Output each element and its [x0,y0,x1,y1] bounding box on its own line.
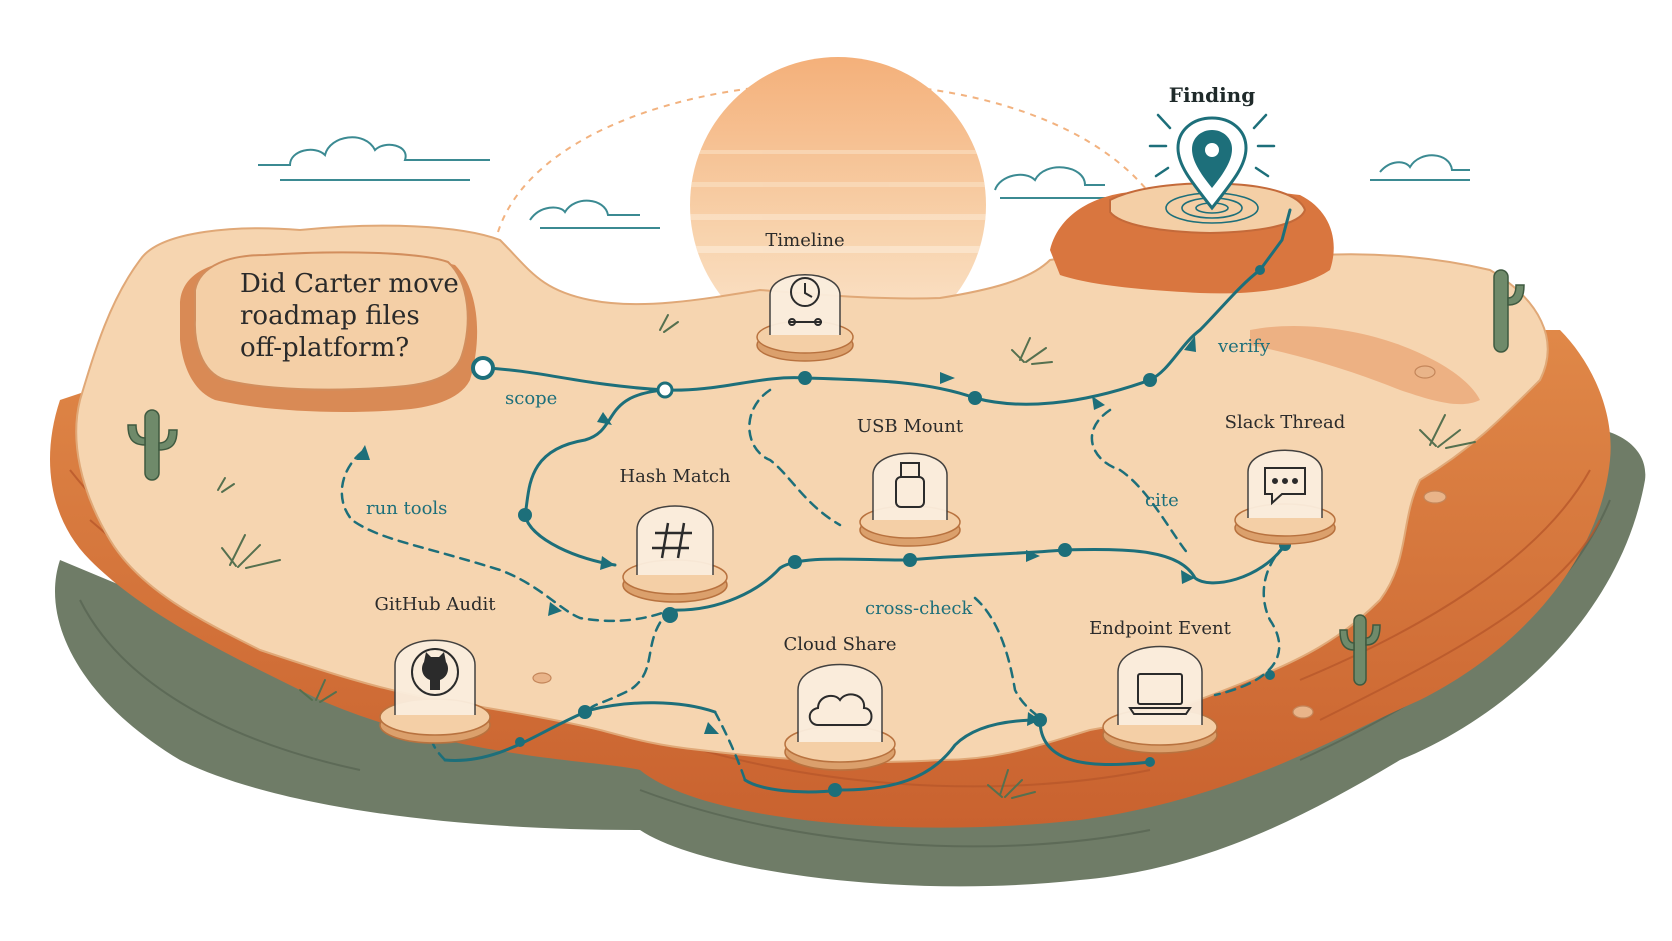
hash-icon [652,522,692,559]
cloud-far-right-icon [1370,154,1470,181]
node-timeline[interactable]: Timeline [756,230,854,362]
node-cloud-share[interactable]: Cloud Share [783,634,897,771]
node-github-audit[interactable]: GitHub Audit [374,594,496,744]
node-label-cloud-share: Cloud Share [783,634,896,655]
node-label-slack-thread: Slack Thread [1225,412,1346,433]
question-plateau: Did Carter move roadmap files off-platfo… [180,251,478,412]
arrowheads [356,336,1196,734]
chat-bubble-icon [1264,467,1306,506]
cactus-left-icon [127,409,178,481]
node-label-usb-mount: USB Mount [857,416,964,437]
cloud-mid-icon [529,199,660,229]
edge-label-cite: cite [1145,490,1179,511]
scope-branch-node[interactable] [656,381,674,399]
laptop-icon [1128,673,1192,715]
question-line-2: roadmap files [240,301,420,331]
finding-plateau [1050,182,1334,294]
clock-icon [788,277,822,326]
path-dots [515,265,1291,797]
edge-label-scope: scope [505,388,557,409]
cactus-right-icon [1493,269,1525,353]
node-slack-thread[interactable]: Slack Thread [1225,412,1346,545]
dashed-paths [340,388,1287,782]
question-start-node[interactable] [471,356,495,380]
location-pin-icon[interactable] [1148,113,1276,211]
edge-label-run-tools: run tools [366,498,447,519]
question-line-1: Did Carter move [240,269,459,299]
edge-label-verify: verify [1217,336,1271,357]
finding-label: Finding [1169,83,1255,107]
node-label-endpoint-event: Endpoint Event [1089,618,1231,639]
node-usb-mount[interactable]: USB Mount [857,416,964,547]
edge-label-cross-check: cross-check [865,598,973,619]
node-label-github-audit: GitHub Audit [374,594,496,615]
node-label-hash-match: Hash Match [619,466,730,487]
cloud-right-icon [994,166,1115,199]
rocks [532,365,1447,719]
cloud-icon [808,693,873,726]
github-icon [411,648,459,696]
node-hash-match[interactable]: Hash Match [619,466,731,603]
cloud-left-icon [258,136,490,181]
node-label-timeline: Timeline [765,230,844,251]
usb-drive-icon [895,462,925,508]
node-endpoint-event[interactable]: Endpoint Event [1089,618,1232,754]
question-line-3: off-platform? [240,333,409,363]
sun [690,57,986,353]
cactus-lower-right-icon [1339,614,1381,686]
shrub-icons [217,314,1476,799]
